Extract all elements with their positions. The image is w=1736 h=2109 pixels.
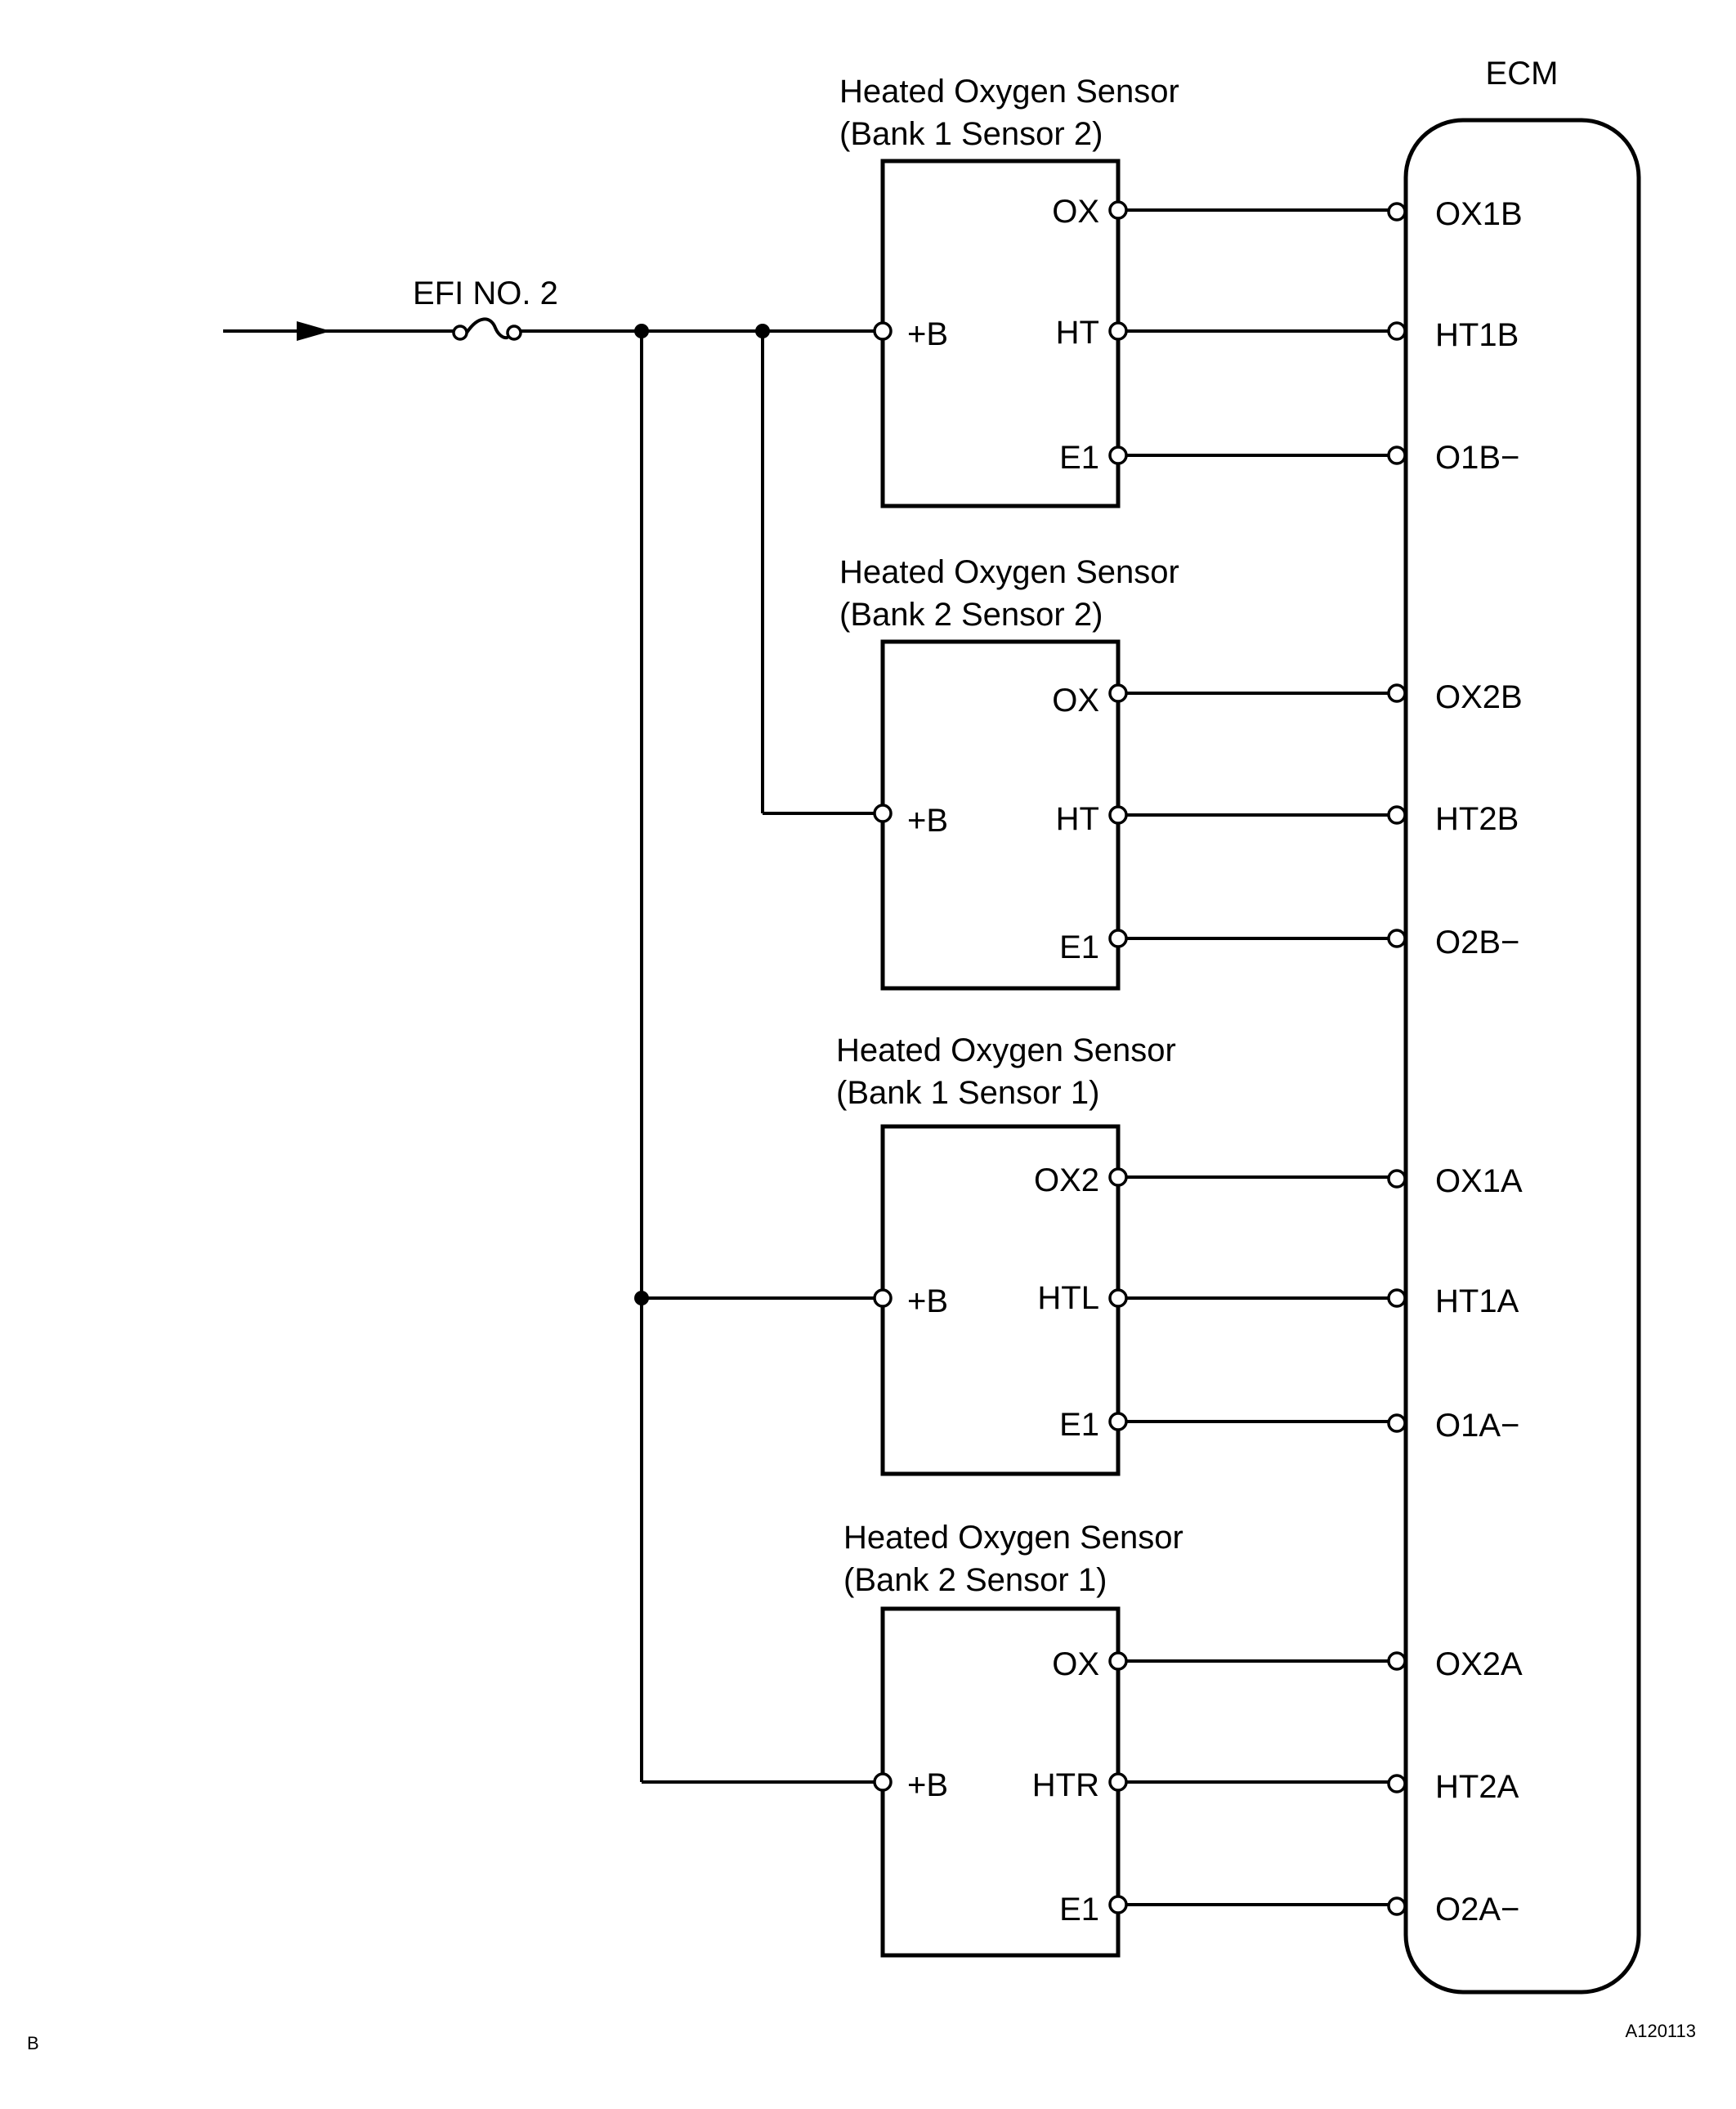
sensor-box (880, 639, 1121, 991)
sensor-terminal (1108, 1288, 1128, 1308)
power-label: +B (907, 1767, 948, 1803)
sensor-bank1-sensor1: Heated Oxygen Sensor (Bank 1 Sensor 1) +… (642, 1032, 1523, 1476)
ecm-block (1403, 118, 1641, 1995)
sensor-pin-label: E1 (1059, 1407, 1099, 1443)
ecm-terminal (1387, 1774, 1407, 1793)
sensor-pin-label: HT (1056, 315, 1099, 351)
ecm-pin-label: O2A− (1435, 1892, 1519, 1928)
power-terminal (873, 321, 893, 341)
sensor-subtitle: (Bank 2 Sensor 1) (843, 1562, 1107, 1598)
sensor-terminal (1108, 805, 1128, 825)
sensor-terminal (1108, 321, 1128, 341)
sensor-pin-label: OX (1052, 194, 1099, 230)
sensor-terminal (1108, 446, 1128, 465)
fuse-efi-no2 (452, 317, 522, 341)
sensor-title: Heated Oxygen Sensor (843, 1520, 1183, 1556)
power-label: +B (907, 1283, 948, 1319)
ecm-terminal (1387, 202, 1407, 222)
ecm-terminal (1387, 929, 1407, 948)
sensor-subtitle: (Bank 1 Sensor 2) (839, 116, 1103, 152)
ecm-terminal (1387, 1288, 1407, 1308)
sensor-terminal (1108, 1895, 1128, 1914)
ecm-label: ECM (1486, 56, 1559, 92)
ecm-pin-label: OX1A (1435, 1163, 1523, 1199)
ecm-terminal (1387, 1651, 1407, 1671)
sensor-terminal (1108, 929, 1128, 948)
ecm-pin-label: O1A− (1435, 1408, 1519, 1444)
sensor-pin-label: E1 (1059, 1892, 1099, 1928)
ecm-pin-label: HT1B (1435, 317, 1519, 353)
sensor-title: Heated Oxygen Sensor (839, 74, 1179, 110)
figure-id: A120113 (1626, 2021, 1696, 2041)
power-label: +B (907, 316, 948, 352)
ecm-pin-label: O1B− (1435, 440, 1519, 476)
ecm-pin-label: O2B− (1435, 925, 1519, 960)
ecm-terminal (1387, 1896, 1407, 1916)
sensor-pin-label: OX2 (1034, 1162, 1099, 1198)
corner-mark: B (27, 2033, 39, 2053)
sensor-pin-label: HTR (1032, 1767, 1099, 1803)
sensor-subtitle: (Bank 2 Sensor 2) (839, 597, 1103, 633)
junction-dot (634, 324, 649, 338)
sensor-terminal (1108, 683, 1128, 703)
ecm-terminal (1387, 805, 1407, 825)
ecm-pin-label: HT2A (1435, 1769, 1519, 1805)
ecm-terminal (1387, 683, 1407, 703)
power-terminal (873, 1772, 893, 1792)
power-label: +B (907, 803, 948, 839)
power-terminal (873, 804, 893, 823)
sensor-title: Heated Oxygen Sensor (836, 1032, 1176, 1068)
ecm-pin-label: OX1B (1435, 196, 1523, 232)
sensor-bank2-sensor2: Heated Oxygen Sensor (Bank 2 Sensor 2) +… (763, 554, 1523, 991)
sensor-title: Heated Oxygen Sensor (839, 554, 1179, 590)
sensor-box (880, 159, 1121, 508)
sensor-bank1-sensor2: Heated Oxygen Sensor (Bank 1 Sensor 2) +… (763, 74, 1523, 508)
power-terminal (873, 1288, 893, 1308)
sensor-pin-label: HT (1056, 801, 1099, 837)
ecm-pin-label: OX2B (1435, 679, 1523, 715)
sensor-subtitle: (Bank 1 Sensor 1) (836, 1075, 1099, 1111)
ecm-terminal (1387, 1169, 1407, 1189)
ecm-terminal (1387, 1413, 1407, 1433)
sensor-terminal (1108, 1412, 1128, 1431)
ecm-pin-label: HT1A (1435, 1283, 1519, 1319)
sensor-bank2-sensor1: Heated Oxygen Sensor (Bank 2 Sensor 1) +… (642, 1520, 1523, 1958)
sensor-pin-label: HTL (1037, 1280, 1099, 1316)
ecm-terminal (1387, 446, 1407, 465)
ecm-pin-label: HT2B (1435, 801, 1519, 837)
ecm-terminal (1387, 321, 1407, 341)
sensor-pin-label: E1 (1059, 440, 1099, 476)
sensor-terminal (1108, 1167, 1128, 1187)
fuse-label: EFI NO. 2 (413, 275, 558, 311)
sensor-terminal (1108, 1651, 1128, 1671)
sensor-terminal (1108, 200, 1128, 220)
sensor-pin-label: OX (1052, 1646, 1099, 1682)
ecm-pin-label: OX2A (1435, 1646, 1523, 1682)
sensor-pin-label: OX (1052, 683, 1099, 719)
power-feed-arrow (297, 321, 331, 341)
sensor-pin-label: E1 (1059, 929, 1099, 965)
sensor-terminal (1108, 1772, 1128, 1792)
